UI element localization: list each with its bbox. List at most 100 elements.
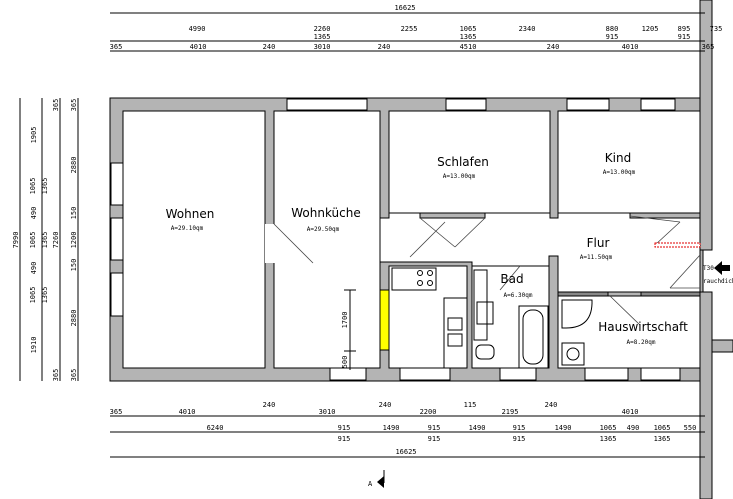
kitchen-counter (391, 267, 437, 291)
dimension-label-left-col2: 490 (30, 207, 38, 220)
kitchen-dimension: 1700 500 (341, 289, 356, 370)
windows (110, 98, 681, 381)
shower-icon (561, 299, 593, 329)
dimension-label-left-col2: 1065 (29, 287, 37, 304)
room-area-wohnen: A=29.10qm (171, 225, 204, 232)
dimension-label-bottom-total: 16625 (395, 448, 416, 456)
washbasin-counter (473, 269, 488, 341)
dimension-label-top-row2: 4010 (622, 43, 639, 51)
section-marker: A (368, 470, 385, 488)
dimension-label-left-col2: 1065 (29, 232, 37, 249)
dimension-label-left-col2: 1065 (29, 178, 37, 195)
room-name-wohnkueche: Wohnküche (291, 206, 361, 220)
dimension-label-bottom-row2: 490 (627, 424, 640, 432)
highlighted-wall-opening (379, 289, 390, 351)
dimension-label-top-row1-sub: 1365 (460, 33, 477, 41)
dimension-label-bottom-row2-sub: 915 (428, 435, 441, 443)
dimension-label-bottom-row1: 365 (110, 408, 123, 416)
dimension-label-left-col1: 7990 (12, 232, 20, 249)
dimension-label-left-col2: 1365 (41, 232, 49, 249)
dimension-label-top-row1-sub: 1365 (314, 33, 331, 41)
dimension-label-bottom-row2: 1490 (469, 424, 486, 432)
dimension-label-top-row2: 240 (378, 43, 391, 51)
dimension-label-bottom-row1: 2195 (502, 408, 519, 416)
dimension-label-left-col4: 150 (70, 259, 78, 272)
room-area-schlafen: A=13.00qm (443, 173, 476, 180)
dimension-label-bottom-row2: 1065 (600, 424, 617, 432)
dimension-label-top-total: 16625 (394, 4, 415, 12)
dimension-label-left-col2: 1365 (41, 287, 49, 304)
dimension-label-bottom-row2: 6240 (207, 424, 224, 432)
room-area-flur: A=11.50qm (580, 254, 613, 261)
dimension-label-left-col4: 1200 (70, 232, 78, 249)
washbasin-icon (476, 301, 494, 325)
door-note-t30: T30 (703, 265, 714, 272)
dimension-label-bottom-row1: 115 (464, 401, 477, 409)
dimension-label-bottom-row2: 915 (513, 424, 526, 432)
dimension-label-left-col2: 1365 (41, 178, 49, 195)
door-note-rauchdicht: rauchdicht (703, 278, 733, 285)
dimension-label-bottom-row1: 3010 (319, 408, 336, 416)
dimension-label-top-row1-sub: 915 (606, 33, 619, 41)
dimension-label-top-row1: 1065 (460, 25, 477, 33)
room-area-hauswirtschaft: A=8.20qm (627, 339, 656, 346)
dimension-label-top-row1: 1205 (642, 25, 659, 33)
room-name-bad: Bad (500, 272, 523, 286)
dimension-label-top-row2: 4010 (190, 43, 207, 51)
dimension-lines (19, 12, 705, 458)
dimension-label-top-row1: 2255 (401, 25, 418, 33)
dimension-label-top-row1: 2260 (314, 25, 331, 33)
fixtures (391, 267, 593, 369)
room-labels: Wohnen A=29.10qm Wohnküche A=29.50qm Sch… (166, 151, 733, 346)
dimension-label-top-row1: 880 (606, 25, 619, 33)
dimension-label-bottom-row2: 1490 (383, 424, 400, 432)
dimension-label-left-col4: 365 (70, 99, 78, 112)
boiler-icon (561, 342, 585, 366)
dimension-label-left-col4: 2880 (70, 310, 78, 327)
room-name-flur: Flur (587, 236, 610, 250)
dimension-label-bottom-row2: 1490 (555, 424, 572, 432)
dimension-label-top-row1: 2340 (519, 25, 536, 33)
dimension-label-left-col4: 365 (70, 369, 78, 382)
dimension-label-left-col3: 365 (52, 99, 60, 112)
dimension-label-top-row2: 365 (110, 43, 123, 51)
dimension-label-bottom-row1: 4010 (179, 408, 196, 416)
room-area-wohnkueche: A=29.50qm (307, 226, 340, 233)
dimension-label-left-col2: 1905 (30, 127, 38, 144)
dimension-label-top-row1: 735 (710, 25, 723, 33)
dimension-label-bottom-row1: 4010 (622, 408, 639, 416)
arrow-left-icon (714, 261, 730, 275)
toilet-icon (475, 344, 495, 360)
dimension-label-bottom-row2-sub: 915 (338, 435, 351, 443)
dimension-label-bottom-row1: 240 (545, 401, 558, 409)
section-marker-label: A (368, 480, 373, 488)
room-name-schlafen: Schlafen (437, 155, 489, 169)
room-name-hauswirtschaft: Hauswirtschaft (598, 320, 688, 334)
dimension-label-top-row2: 240 (547, 43, 560, 51)
dimension-label-left-col4: 150 (70, 207, 78, 220)
doors (273, 215, 701, 326)
room-area-kind: A=13.00qm (603, 169, 636, 176)
dimension-labels: 16625 4990 2260 2255 1065 2340 880 1205 895 735 13… (12, 4, 722, 456)
dimension-label-bottom-row2-sub: 1365 (654, 435, 671, 443)
dimension-label-left-col2: 1910 (30, 337, 38, 354)
bathtub-icon (518, 305, 549, 369)
dimension-label-bottom-row1: 2200 (420, 408, 437, 416)
dimension-label-top-row2: 365 (702, 43, 715, 51)
room-interiors (122, 110, 701, 369)
dimension-label-bottom-row2-sub: 1365 (600, 435, 617, 443)
dimension-label-top-row1: 4990 (189, 25, 206, 33)
dimension-label-left-col4: 2880 (70, 157, 78, 174)
dimension-label-left-col3: 7260 (52, 232, 60, 249)
dimension-label-top-row2: 3010 (314, 43, 331, 51)
stove-burner-icon (417, 270, 423, 276)
dimension-label-top-row1-sub: 915 (678, 33, 691, 41)
dimension-label-bottom-row2: 915 (428, 424, 441, 432)
dimension-label-top-row1: 895 (678, 25, 691, 33)
dimension-label-bottom-row1: 240 (263, 401, 276, 409)
sink-icon (447, 317, 463, 331)
dimension-label-bottom-row1: 240 (379, 401, 392, 409)
dimension-label-left-col2: 490 (30, 262, 38, 275)
room-name-kind: Kind (605, 151, 631, 165)
